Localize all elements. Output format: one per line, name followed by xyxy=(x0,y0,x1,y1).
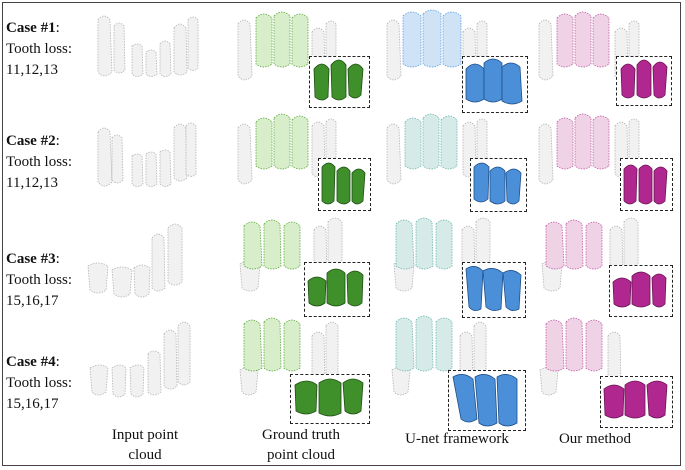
case-3-ground-truth-inset xyxy=(304,262,370,317)
case-4-unet-inset xyxy=(448,370,526,431)
case-4-loss-label: Tooth loss: xyxy=(6,375,73,391)
case-1-loss-label: Tooth loss: xyxy=(6,41,73,57)
case-2-label: Case #2: Tooth loss: 11,12,13 xyxy=(6,133,73,191)
case-1-unet-inset xyxy=(462,56,528,113)
case-4-title: Case #4 xyxy=(6,354,56,370)
case-4-teeth: 15,16,17 xyxy=(6,396,59,412)
case-1-title: Case #1 xyxy=(6,20,56,36)
case-4-ground-truth-inset xyxy=(290,374,370,424)
case-1-input-render xyxy=(92,8,202,100)
case-4-our-method-render xyxy=(538,312,648,404)
case-4-ground-truth-render xyxy=(236,312,346,404)
case-4-input-render xyxy=(86,318,196,410)
caption-ground-truth: Ground truth point cloud xyxy=(262,427,340,463)
case-3-label: Case #3: Tooth loss: 15,16,17 xyxy=(6,251,73,309)
case-4-label: Case #4: Tooth loss: 15,16,17 xyxy=(6,354,73,412)
case-2-loss-label: Tooth loss: xyxy=(6,154,73,170)
case-1-teeth: 11,12,13 xyxy=(6,62,58,78)
case-3-ground-truth-render xyxy=(238,212,348,304)
case-3-our-method-inset xyxy=(609,265,673,317)
caption-unet: U-net framework xyxy=(405,431,509,447)
case-1-our-method-inset xyxy=(616,56,672,106)
case-3-unet-inset xyxy=(462,262,526,318)
case-2-input-render xyxy=(92,118,202,210)
case-2-title: Case #2 xyxy=(6,133,56,149)
case-2-teeth: 11,12,13 xyxy=(6,175,58,191)
figure-frame xyxy=(2,2,681,466)
case-2-our-method-inset xyxy=(620,158,673,211)
case-1-label: Case #1: Tooth loss: 11,12,13 xyxy=(6,20,73,78)
case-3-loss-label: Tooth loss: xyxy=(6,272,73,288)
case-3-teeth: 15,16,17 xyxy=(6,293,59,309)
case-4-our-method-inset xyxy=(600,376,673,428)
case-2-ground-truth-render xyxy=(232,108,342,200)
caption-our-method: Our method xyxy=(558,431,632,447)
case-2-ground-truth-inset xyxy=(318,158,371,211)
case-2-unet-inset xyxy=(470,158,527,212)
case-1-ground-truth-inset xyxy=(309,56,370,108)
case-3-input-render xyxy=(86,222,196,314)
case-3-title: Case #3 xyxy=(6,251,56,267)
caption-input: Input point cloud xyxy=(111,427,179,463)
